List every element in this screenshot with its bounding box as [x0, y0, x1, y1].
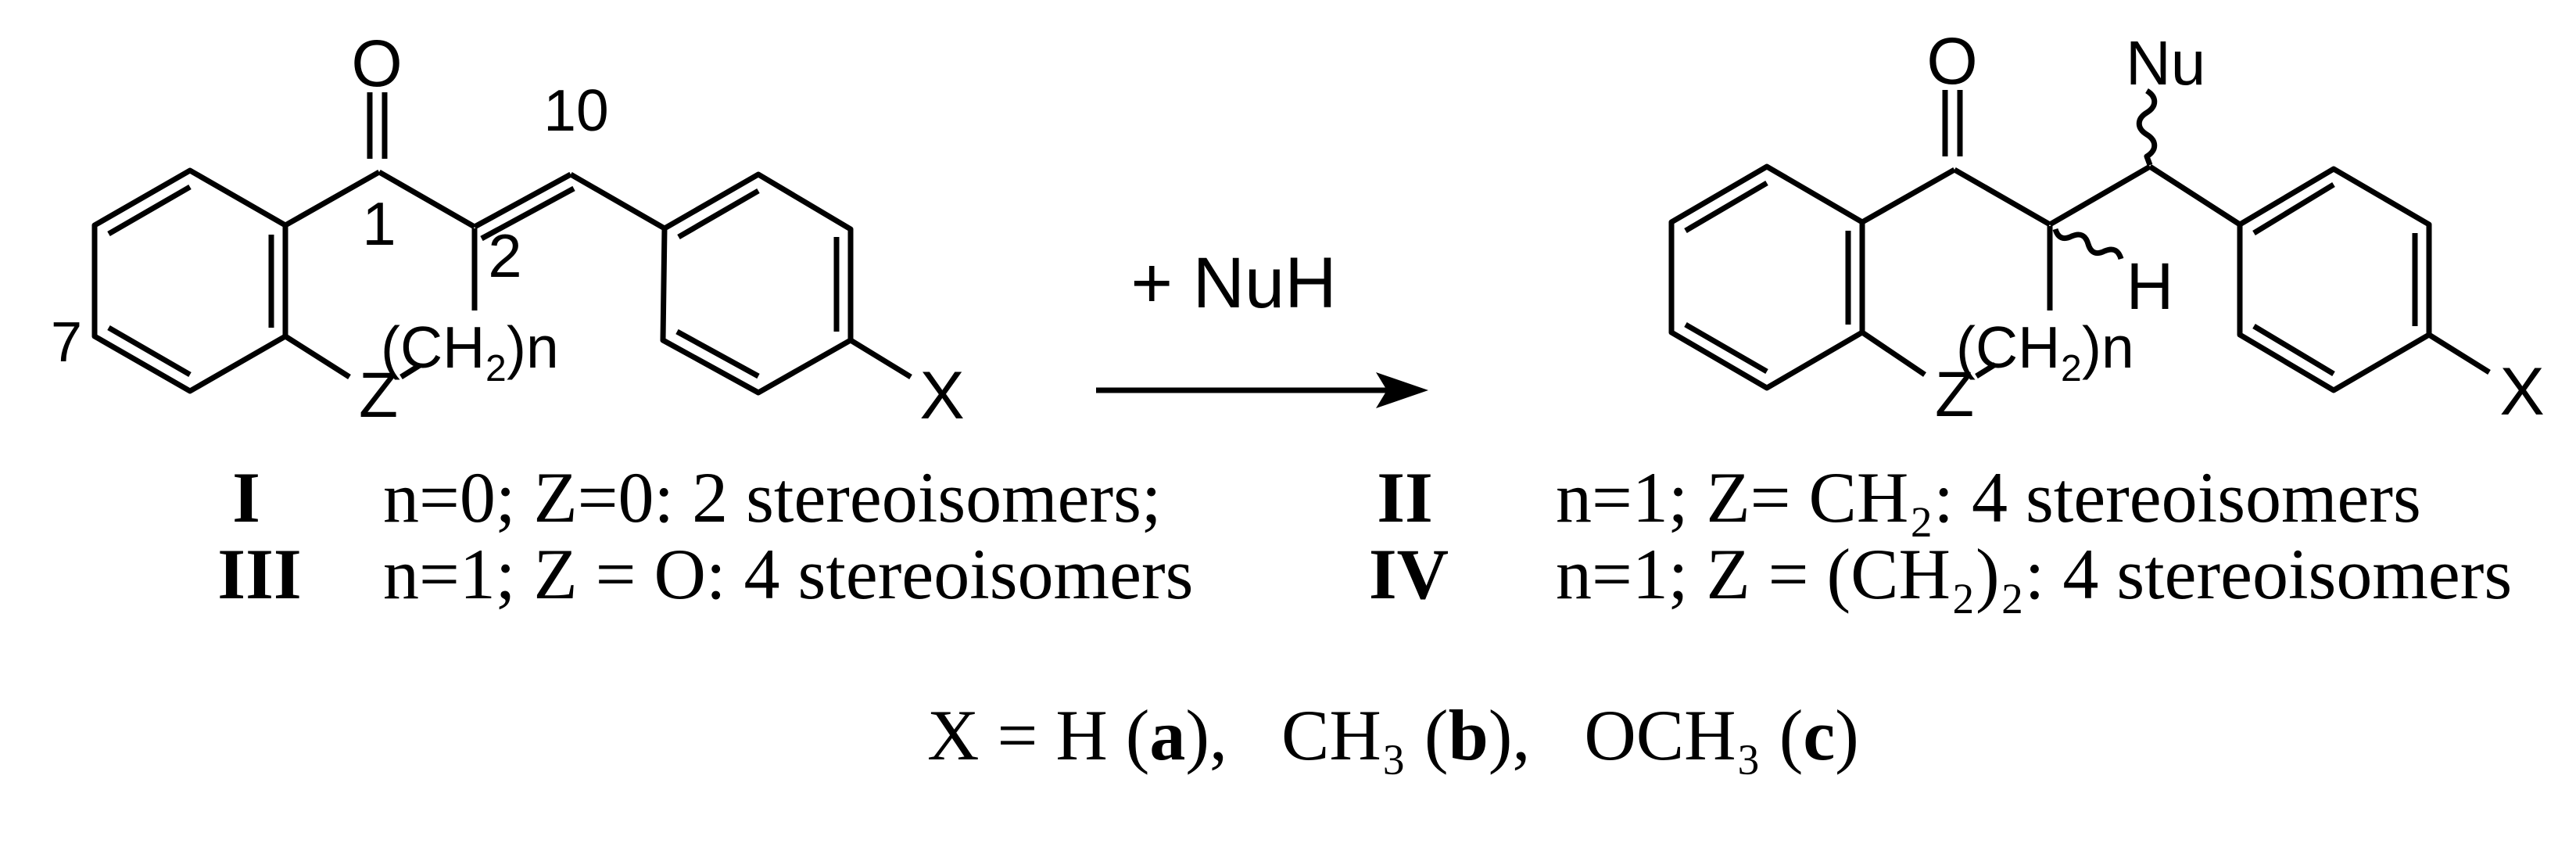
- substituent-mid1: ), CH₃ (: [1185, 695, 1449, 775]
- substrate-chain-subscript: 2: [485, 348, 507, 389]
- compound-numeral-III: III: [217, 534, 302, 614]
- product-nu-label: Nu: [2126, 28, 2205, 98]
- substrate-skeleton-bonds: [284, 92, 912, 379]
- compound-I-definition: n=0; Z=0: 2 stereoisomers;: [383, 458, 1162, 537]
- product-z-label: Z: [1935, 359, 1974, 430]
- compound-III-definition: n=1; Z = O: 4 stereoisomers: [383, 534, 1194, 614]
- substituent-b-bold: b: [1448, 695, 1489, 775]
- product-x-label: X: [2499, 354, 2544, 429]
- substrate-aryl-ring-aromatic-lines: [675, 188, 840, 379]
- product-oxygen-label: O: [1926, 24, 1977, 98]
- substrate-aryl-ring: [660, 171, 854, 396]
- reagent-label: + NuH: [1130, 243, 1336, 323]
- product-chain-label: (CH: [1956, 314, 2060, 380]
- substrate-benzo-ring: [91, 167, 288, 394]
- product-chain-suffix: )n: [2082, 314, 2134, 380]
- substrate-structure: O 1 2 10 7 Z (CH 2 )n X: [51, 27, 965, 433]
- substrate-position-1-label: 1: [362, 189, 396, 258]
- product-structure: O Nu H Z (CH 2 )n X: [1668, 24, 2545, 430]
- substrate-chain-label: (CH: [381, 314, 485, 380]
- product-nu-wavy-bond: [2136, 88, 2158, 167]
- substituent-mid2: ), OCH₃ (: [1488, 695, 1804, 775]
- product-skeleton-bonds: [1861, 90, 2491, 379]
- substituent-definitions: X = H (a), CH₃ (b), OCH₃ (c): [855, 627, 1859, 843]
- substrate-benzo-ring-aromatic-lines: [107, 184, 274, 378]
- product-aryl-ring-aromatic-lines: [2252, 182, 2418, 377]
- substituent-suffix: ): [1835, 695, 1859, 775]
- product-aryl-ring: [2237, 166, 2432, 393]
- compound-numeral-II: II: [1377, 458, 1433, 537]
- substituent-prefix: X = H (: [927, 695, 1150, 775]
- substrate-position-7-label: 7: [51, 311, 82, 374]
- product-chain-subscript: 2: [2061, 348, 2082, 389]
- product-benzo-ring: [1668, 163, 1865, 391]
- reaction-scheme: O 1 2 10 7 Z (CH 2 )n X + NuH: [50, 24, 2545, 771]
- substrate-oxygen-label: O: [351, 27, 402, 100]
- product-h-wavy-bond: [2052, 228, 2124, 260]
- substrate-chain-suffix: )n: [507, 314, 559, 380]
- product-h-label: H: [2126, 249, 2174, 323]
- compound-II-definition: n=1; Z= CH₂: 4 stereoisomers: [1556, 458, 2421, 537]
- substrate-position-2-label: 2: [488, 221, 521, 290]
- reaction-scheme-canvas: O 1 2 10 7 Z (CH 2 )n X + NuH: [51, 24, 2545, 433]
- product-benzo-ring-aromatic-lines: [1684, 180, 1851, 375]
- compound-IV-definition: n=1; Z = (CH₂)₂: 4 stereoisomers: [1556, 534, 2513, 614]
- substrate-position-10-label: 10: [543, 77, 608, 143]
- reaction-arrow-head: [1376, 372, 1428, 408]
- compound-numeral-I: I: [232, 458, 260, 537]
- substituent-a-bold: a: [1149, 695, 1186, 775]
- substrate-x-label: X: [919, 358, 964, 433]
- substrate-z-label: Z: [359, 360, 398, 431]
- compound-numeral-IV: IV: [1368, 534, 1449, 614]
- substituent-c-bold: c: [1803, 695, 1836, 775]
- reaction-arrow-group: + NuH: [1096, 243, 1428, 408]
